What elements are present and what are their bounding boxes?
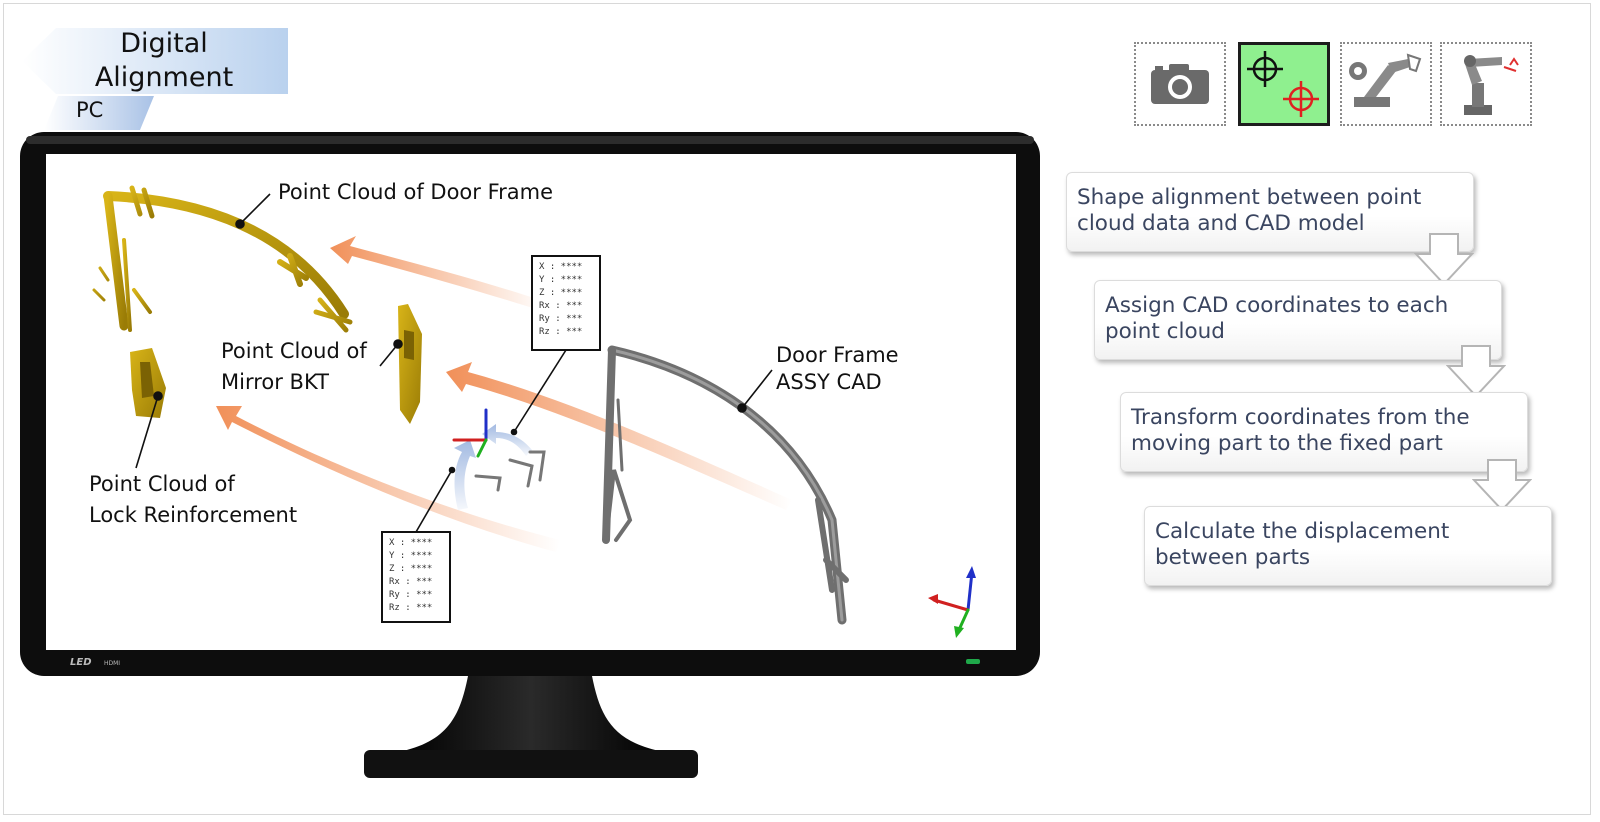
down-arrow-icon (1472, 459, 1532, 512)
down-arrow-icon (1446, 345, 1506, 398)
coord-readout-top: X : **** Y : **** Z : **** Rx : *** Ry :… (531, 255, 601, 351)
bezel-port: HDMI (104, 660, 121, 667)
coord-top-y: Y : **** (539, 275, 583, 285)
coord-bottom-rz: Rz : *** (389, 603, 433, 613)
label-cad-line1: Door Frame (776, 343, 899, 367)
page-frame (3, 3, 1591, 815)
label-mirror-bkt-line1: Point Cloud of (221, 339, 367, 363)
coord-top-ry: Ry : *** (539, 314, 583, 324)
process-step-2: Assign CAD coordinates to each point clo… (1094, 280, 1502, 360)
coord-top-rz: Rz : *** (539, 327, 583, 337)
crosshair-targets-icon (1247, 51, 1319, 117)
arrow-to-door-frame (330, 236, 546, 312)
pc-tag-shape (44, 96, 154, 130)
page-title: Digital Alignment (66, 28, 262, 94)
monitor-base (364, 750, 698, 778)
page-title-line1: Digital (120, 28, 208, 59)
axis-triad-center (452, 408, 488, 458)
label-lock-reinf-line2: Lock Reinforcement (89, 503, 298, 527)
label-door-frame-point-cloud: Point Cloud of Door Frame (278, 180, 553, 204)
header-arrow-shape (22, 28, 288, 94)
alignment-tool-button[interactable] (1238, 42, 1330, 126)
camera-icon (1151, 64, 1209, 104)
coord-top-z: Z : **** (539, 288, 583, 298)
down-arrow-icon (1414, 233, 1474, 286)
label-lock-reinf-line1: Point Cloud of (89, 472, 235, 496)
camera-tool-button[interactable] (1134, 42, 1226, 126)
process-step-3: Transform coordinates from the moving pa… (1120, 392, 1528, 472)
pc-tag-label: PC (76, 98, 104, 122)
blue-rotation-arrow-right (482, 424, 532, 456)
part-coordinate-frames (474, 450, 546, 492)
coord-top-rx: Rx : *** (539, 301, 583, 311)
label-mirror-bkt-line2: Mirror BKT (221, 370, 329, 394)
coord-top-x: X : **** (539, 262, 583, 272)
leader-lines (135, 193, 773, 533)
process-step-1: Shape alignment between point cloud data… (1066, 172, 1474, 252)
axis-triad-corner (928, 566, 976, 638)
robot-arm-icon (1464, 55, 1519, 115)
label-cad-line2: ASSY CAD (776, 370, 882, 394)
coord-bottom-rx: Rx : *** (389, 577, 433, 587)
coord-bottom-y: Y : **** (389, 551, 433, 561)
blue-rotation-arrow-left (454, 440, 476, 510)
process-step-4: Calculate the displacement between parts (1144, 506, 1552, 586)
coord-bottom-ry: Ry : *** (389, 590, 433, 600)
coord-bottom-z: Z : **** (389, 564, 433, 574)
coord-readout-bottom: X : **** Y : **** Z : **** Rx : *** Ry :… (381, 531, 451, 623)
gripper-tool-button[interactable] (1340, 42, 1432, 126)
robot-gripper-icon (1349, 53, 1422, 107)
page-title-line2: Alignment (94, 62, 234, 93)
coord-bottom-x: X : **** (389, 538, 433, 548)
power-led (966, 659, 980, 664)
arrow-to-lock-reinf (216, 406, 560, 552)
bezel-brand: LED (70, 657, 92, 668)
mirror-bkt-point-cloud (398, 304, 422, 424)
robot-arm-tool-button[interactable] (1440, 42, 1532, 126)
monitor-neck (398, 676, 664, 752)
